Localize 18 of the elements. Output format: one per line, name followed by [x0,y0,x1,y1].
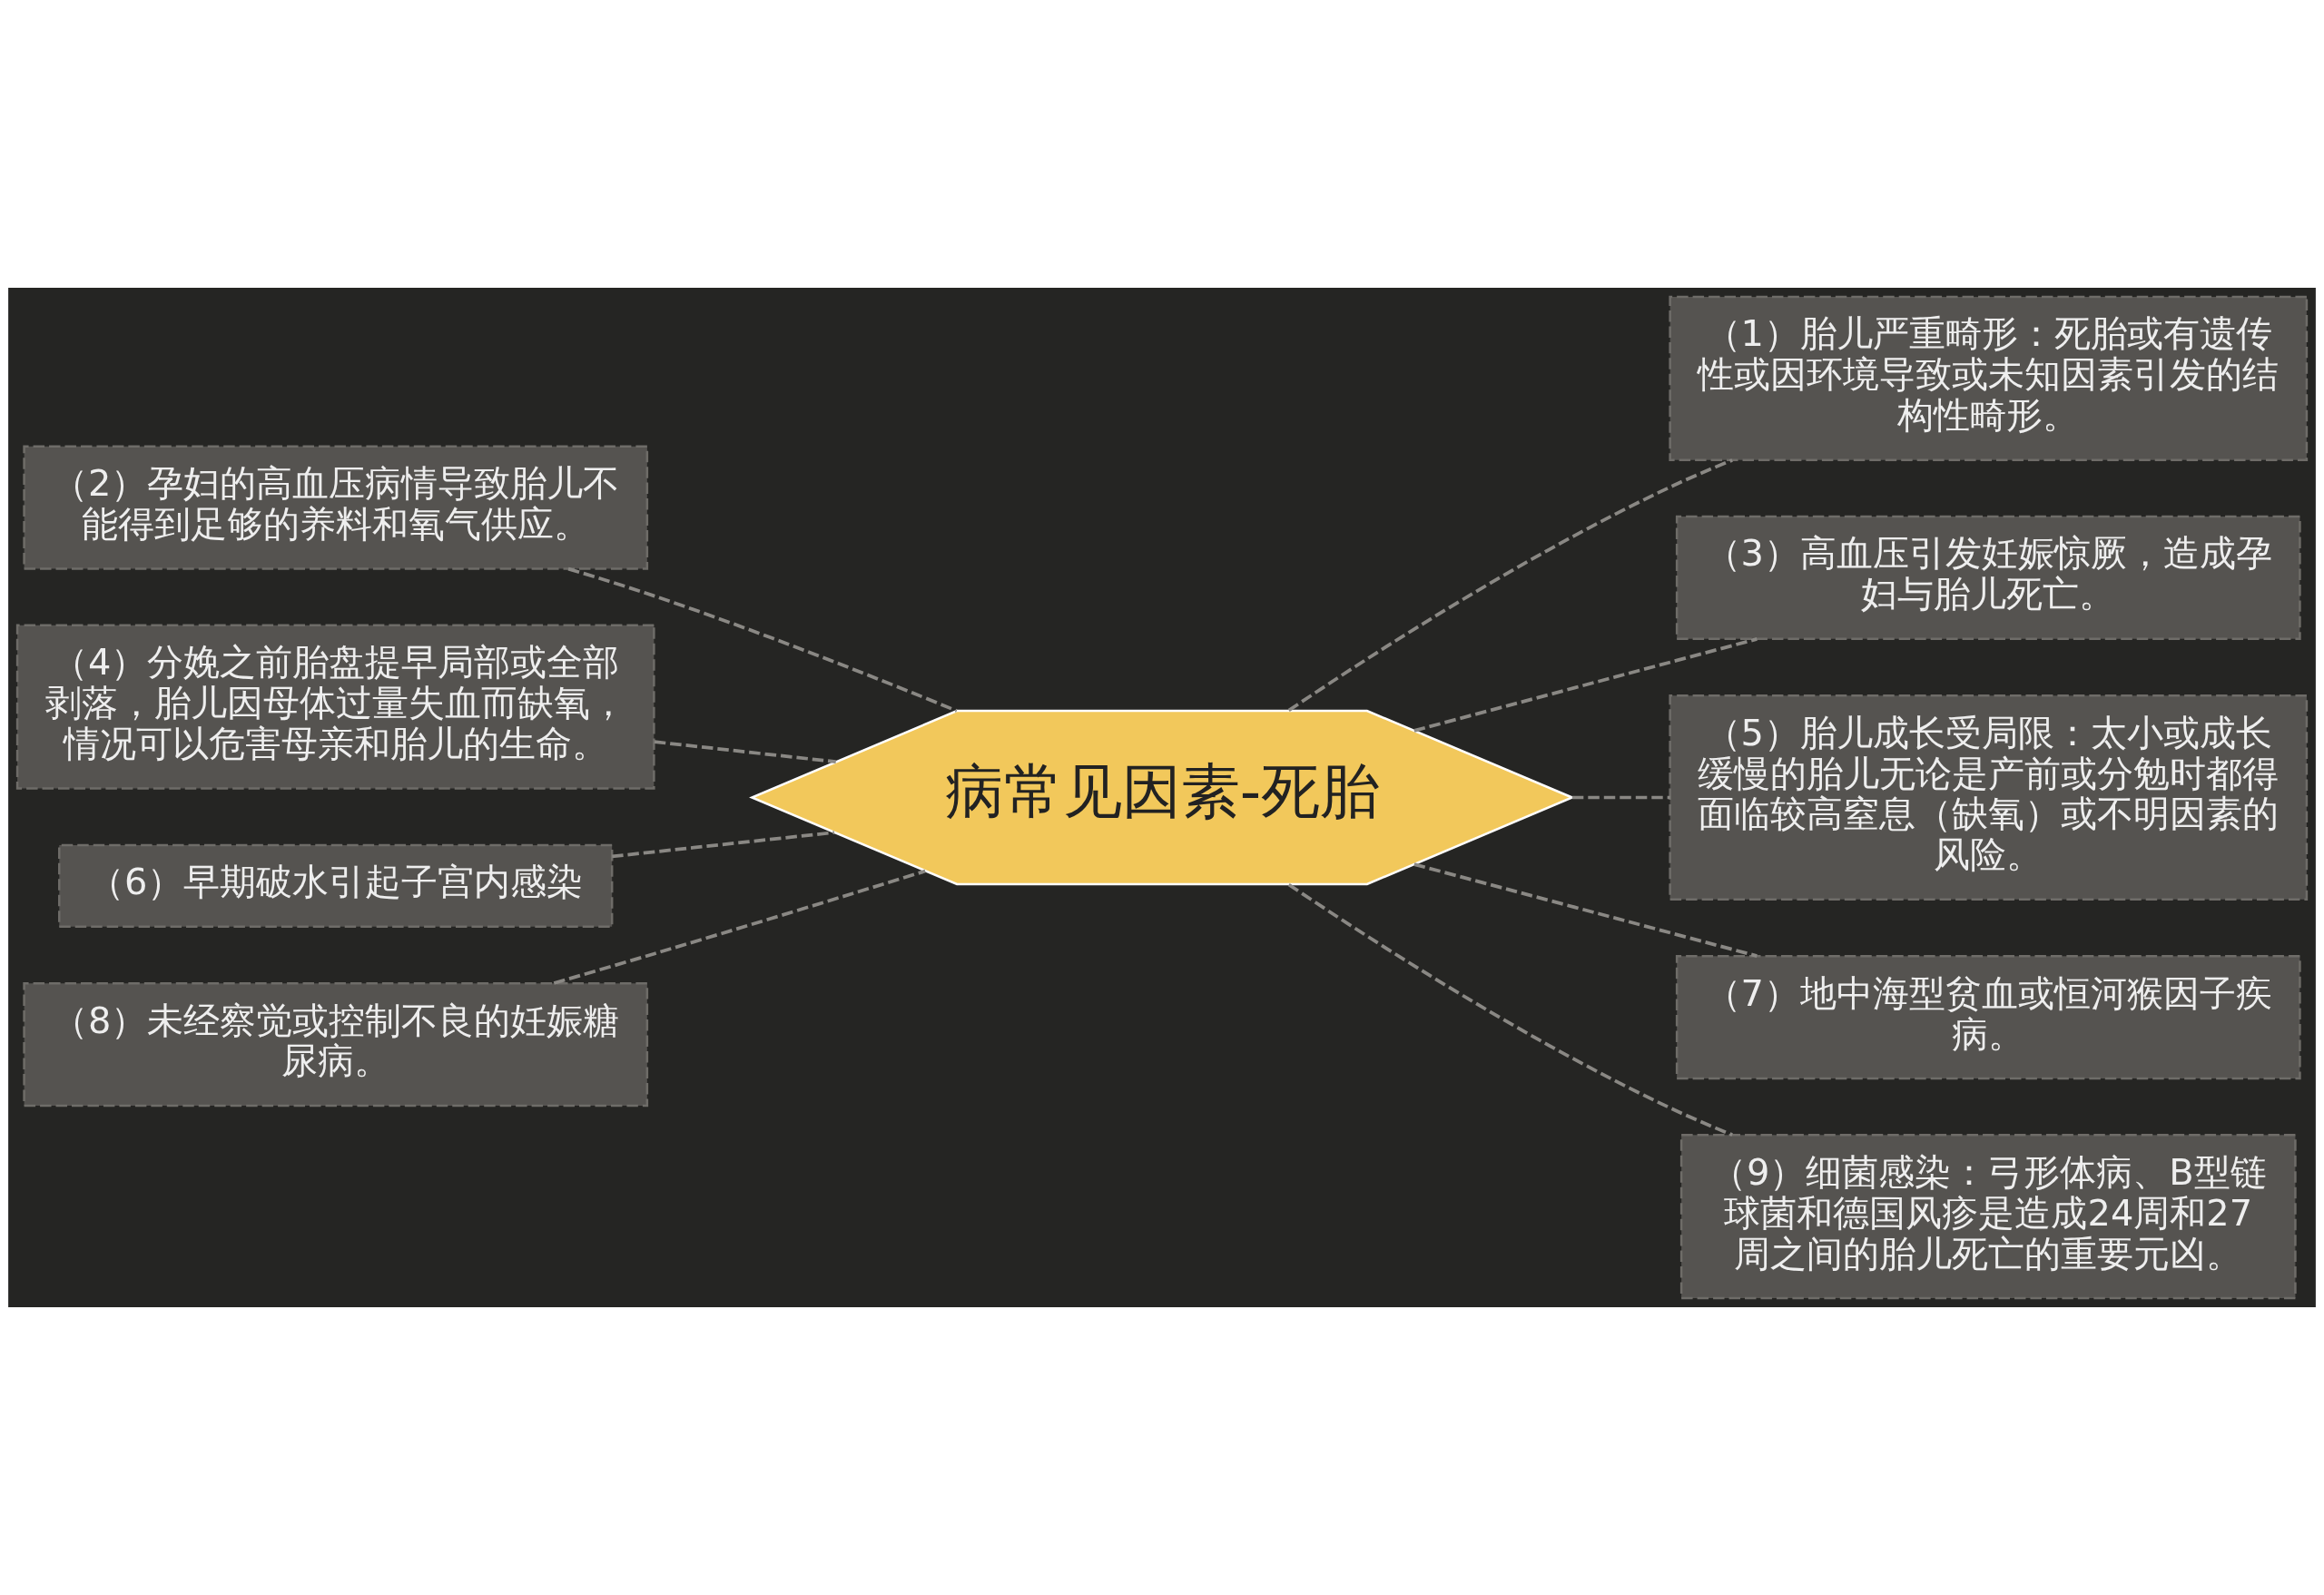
connector [567,566,958,713]
node-box: （5）胎儿成长受局限：太小或成长缓慢的胎儿无论是产前或分勉时都得面临较高窒息（缺氧）或不明因素的风险。 [1669,694,2309,901]
node-box: （9）细菌感染：弓形体病、B型链球菌和德国风疹是造成24周和27周之间的胎儿死亡的重要元凶。 [1679,1134,2297,1300]
connector [1287,882,1733,1137]
connector [1413,862,1758,958]
node-box: （1）胎儿严重畸形：死胎或有遗传性或因环境导致或未知因素引发的结构性畸形。 [1669,295,2309,461]
connector [553,869,926,985]
connector [654,740,836,764]
node-box: （7）地中海型贫血或恒河猴因子疾病。 [1675,954,2301,1080]
node-box: （3）高血压引发妊娠惊厥，造成孕妇与胎儿死亡。 [1675,515,2301,641]
connector [1413,637,1758,733]
node-box: （8）未经察觉或控制不良的妊娠糖尿病。 [23,981,649,1108]
connector [612,831,835,859]
node-box: （6）早期破水引起子宫内感染 [58,843,614,928]
node-box: （2）孕妇的高血压病情导致胎儿不能得到足够的养料和氧气供应。 [23,445,649,570]
node-box: （4）分娩之前胎盘提早局部或全部剥落，胎儿因母体过量失血而缺氧，情况可以危害母亲和胎儿的生命。 [15,624,655,790]
connector [1287,458,1733,713]
connector [1571,795,1670,800]
